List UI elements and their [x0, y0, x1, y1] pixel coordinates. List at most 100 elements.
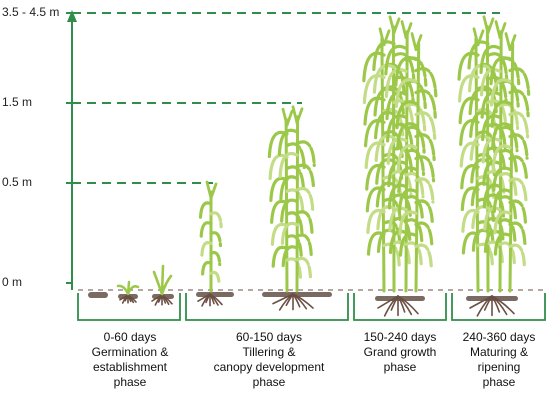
cane-leaf — [200, 241, 213, 257]
cane-leaf — [388, 206, 408, 232]
cane-leaf — [295, 210, 314, 234]
cane-stalk — [380, 37, 386, 293]
cane-leaf-tip — [400, 20, 408, 39]
phase-label-3: 150-240 days Grand growth phase — [350, 330, 450, 375]
cane-leaf — [285, 142, 306, 170]
cane-leaf — [395, 100, 418, 130]
root-icon — [377, 295, 419, 317]
root-strand — [491, 295, 515, 315]
cane-leaf — [397, 188, 418, 215]
phase-1-name-line-2: establishment — [92, 360, 168, 374]
phase-label-2: 60-150 days Tillering & canopy developme… — [196, 330, 342, 390]
cane-leaf — [414, 177, 435, 204]
cane-leaf — [376, 228, 396, 254]
cane-leaf — [209, 231, 223, 248]
cane-leaf — [489, 78, 512, 107]
root-strand — [209, 293, 223, 306]
cane-leaf-tip — [205, 180, 213, 200]
cane-leaf — [483, 229, 502, 253]
cane-leaf — [387, 183, 408, 210]
y-tick-label-0-5m: 0.5 m — [2, 175, 33, 189]
phase-bracket-3 — [353, 293, 447, 321]
cane-leaf — [481, 114, 502, 142]
cane-leaf-tip — [410, 32, 418, 51]
phase-label-1: 0-60 days Germination & establishment ph… — [64, 330, 196, 390]
cane-leaf — [490, 100, 512, 128]
cane-leaf — [280, 198, 299, 223]
cane-leaf — [508, 89, 530, 118]
cane-leaf — [470, 158, 490, 184]
cane-leaf — [468, 87, 490, 116]
cane-leaf — [384, 44, 408, 76]
cane-stalk — [404, 30, 409, 293]
seed-sett-icon — [196, 292, 234, 297]
phase-bracket-4 — [451, 293, 546, 321]
cane-leaf — [414, 89, 437, 119]
cane-leaf — [508, 67, 531, 96]
cane-leaf-tip — [404, 22, 413, 39]
cane-leaf — [385, 114, 408, 143]
cane-leaf — [209, 250, 222, 267]
cane-leaf — [479, 68, 502, 97]
cane-leaf — [508, 177, 528, 203]
cane-leaf — [374, 134, 396, 163]
phase-4-name-line-2: ripening — [477, 360, 521, 374]
phase-1-days: 0-60 days — [103, 330, 157, 344]
cane-leaf — [364, 141, 386, 170]
cane-leaf — [398, 210, 418, 236]
cane-leaf — [508, 133, 529, 160]
cane-leaf-tip — [209, 182, 218, 200]
cane-leaf — [491, 122, 512, 150]
root-strand — [127, 294, 137, 303]
cane-leaf — [398, 232, 418, 257]
cane-leaf — [281, 245, 299, 268]
cane-leaf — [372, 40, 396, 72]
cane-leaf — [470, 181, 490, 207]
cane-leaf — [199, 221, 213, 238]
phase-3-days: 150-240 days — [363, 330, 437, 344]
cane-leaf-tip — [285, 109, 294, 127]
cane-leaf — [295, 140, 316, 168]
cane-leaf — [458, 96, 480, 125]
cane-leaf — [270, 199, 289, 224]
root-icon — [469, 295, 515, 317]
cane-leaf — [483, 206, 502, 231]
cane-leaf — [394, 56, 418, 87]
cane-stalk — [508, 42, 515, 293]
cane-leaf — [395, 122, 418, 151]
cane-leaf — [467, 64, 490, 93]
phase-2-days: 60-150 days — [235, 330, 303, 344]
y-axis-arrowhead — [67, 10, 77, 22]
sugarcane-plant-icon — [152, 264, 173, 296]
cane-leaf — [492, 188, 512, 214]
cane-leaf — [508, 111, 530, 139]
cane-leaf — [467, 40, 490, 70]
phase-4-name-line-1: Maturing & — [469, 345, 529, 359]
cane-leaf — [363, 96, 386, 126]
root-icon — [151, 294, 173, 306]
cane-leaf — [493, 210, 512, 235]
cane-leaf — [508, 221, 527, 245]
cane-leaf — [508, 243, 526, 267]
cane-leaf — [397, 166, 418, 194]
cane-leaf — [295, 186, 315, 212]
cane-leaf — [373, 87, 396, 117]
phase-bracket-2 — [185, 293, 349, 321]
phase-bracket-1 — [77, 293, 181, 321]
sugarcane-plant-icon — [198, 180, 223, 293]
cane-leaf — [376, 205, 396, 231]
cane-leaf — [469, 111, 490, 138]
cane-leaf-tip — [486, 17, 495, 35]
cane-leaf — [491, 144, 512, 171]
cane-leaf — [482, 183, 502, 209]
cane-leaf — [385, 91, 408, 121]
root-icon — [272, 293, 314, 311]
cane-leaf — [508, 199, 528, 224]
cane-leaf — [482, 160, 502, 186]
cane-leaf — [280, 221, 299, 245]
phase-4-name-line-3: phase — [482, 375, 516, 389]
root-strand — [161, 294, 173, 305]
cane-leaf-tip — [392, 17, 401, 35]
cane-leaf-tip — [388, 15, 396, 35]
